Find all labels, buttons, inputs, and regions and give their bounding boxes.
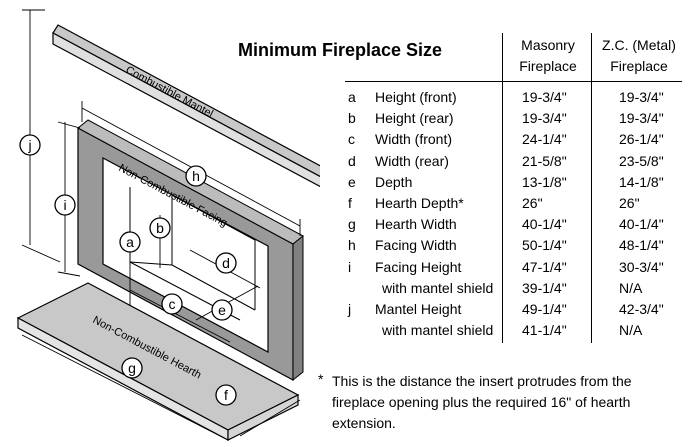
row-letter: e [348, 173, 356, 190]
marker-e: e [211, 299, 233, 321]
column-header-zc: Z.C. (Metal) Fireplace [602, 37, 676, 74]
row-label: Width (front) [375, 131, 453, 148]
marker-a: a [119, 231, 141, 253]
table-title: Minimum Fireplace Size [238, 40, 443, 60]
footnote-marker: * [318, 371, 324, 387]
row-masonry-value: 40-1/4" [522, 216, 567, 233]
footnote-text: This is the distance the insert protrude… [332, 373, 632, 431]
row-letter: d [348, 152, 356, 169]
row-label: Facing Width [375, 237, 457, 254]
row-zc-value: 26" [619, 195, 640, 211]
svg-text:e: e [218, 302, 226, 318]
row-label: Hearth Depth* [375, 195, 464, 211]
row-masonry-value: 50-1/4" [522, 237, 567, 254]
row-zc-value: 42-3/4" [619, 301, 664, 317]
row-letter: f [348, 195, 352, 211]
marker-f: f [215, 384, 237, 406]
row-masonry-value: 19-3/4" [522, 89, 567, 105]
row-masonry-value: 26" [522, 195, 543, 211]
svg-text:g: g [128, 360, 136, 376]
marker-g: g [121, 357, 143, 379]
row-letter: i [348, 258, 352, 275]
svg-text:a: a [126, 234, 134, 250]
row-zc-value: 26-1/4" [619, 131, 664, 148]
row-masonry-value: 39-1/4" [522, 279, 567, 296]
row-zc-value: N/A [619, 322, 643, 339]
row-masonry-value: 41-1/4" [522, 322, 567, 339]
column-divider-1 [502, 33, 503, 343]
marker-i: i [54, 194, 76, 216]
marker-d: d [215, 252, 237, 274]
svg-text:b: b [156, 220, 164, 236]
row-letter: b [348, 110, 356, 127]
row-zc-value: 30-3/4" [619, 258, 664, 275]
row-letter: h [348, 237, 356, 254]
row-masonry-value: 13-1/8" [522, 173, 567, 190]
row-letter: c [348, 131, 355, 148]
row-letter: g [348, 216, 356, 233]
svg-text:j: j [27, 137, 31, 153]
mantel-label: Combustible Mantel [124, 64, 215, 120]
svg-text:d: d [222, 255, 230, 271]
row-zc-value: 19-3/4" [619, 110, 664, 127]
row-label: Height (rear) [375, 110, 454, 127]
row-masonry-value: 24-1/4" [522, 131, 567, 148]
row-masonry-value: 21-5/8" [522, 152, 567, 169]
marker-b: b [149, 217, 171, 239]
row-label: Depth [375, 173, 413, 190]
marker-c: c [161, 293, 183, 315]
row-zc-value: 23-5/8" [619, 152, 664, 169]
non-combustible-hearth: Non-Combustible Hearth [16, 282, 300, 441]
row-zc-value: 14-1/8" [619, 173, 664, 190]
row-label: Facing Height [375, 258, 462, 275]
row-label: with mantel shield [382, 322, 494, 339]
row-letter: j [348, 301, 352, 317]
row-label: Hearth Width [375, 216, 457, 233]
row-label: with mantel shield [382, 279, 494, 296]
column-divider-2 [591, 33, 592, 343]
row-zc-value: N/A [619, 279, 643, 296]
row-masonry-value: 47-1/4" [522, 258, 567, 275]
row-label: Width (rear) [375, 152, 449, 169]
row-label: Mantel Height [375, 301, 462, 317]
row-letter: a [348, 89, 356, 105]
row-masonry-value: 19-3/4" [522, 110, 567, 127]
svg-text:h: h [192, 168, 200, 184]
header-rule [345, 81, 682, 82]
svg-text:f: f [224, 387, 228, 403]
row-zc-value: 48-1/4" [619, 237, 664, 254]
column-header-masonry: Masonry Fireplace [519, 37, 577, 74]
svg-text:c: c [169, 296, 176, 312]
row-masonry-value: 49-1/4" [522, 301, 567, 317]
marker-h: h [185, 165, 207, 187]
row-label: Height (front) [375, 89, 457, 105]
row-zc-value: 40-1/4" [619, 216, 664, 233]
fireplace-diagram: Combustible Mantel Non-Combustible Heart… [16, 9, 320, 441]
svg-text:i: i [63, 197, 66, 213]
row-zc-value: 19-3/4" [619, 89, 664, 105]
marker-j: j [19, 134, 41, 156]
